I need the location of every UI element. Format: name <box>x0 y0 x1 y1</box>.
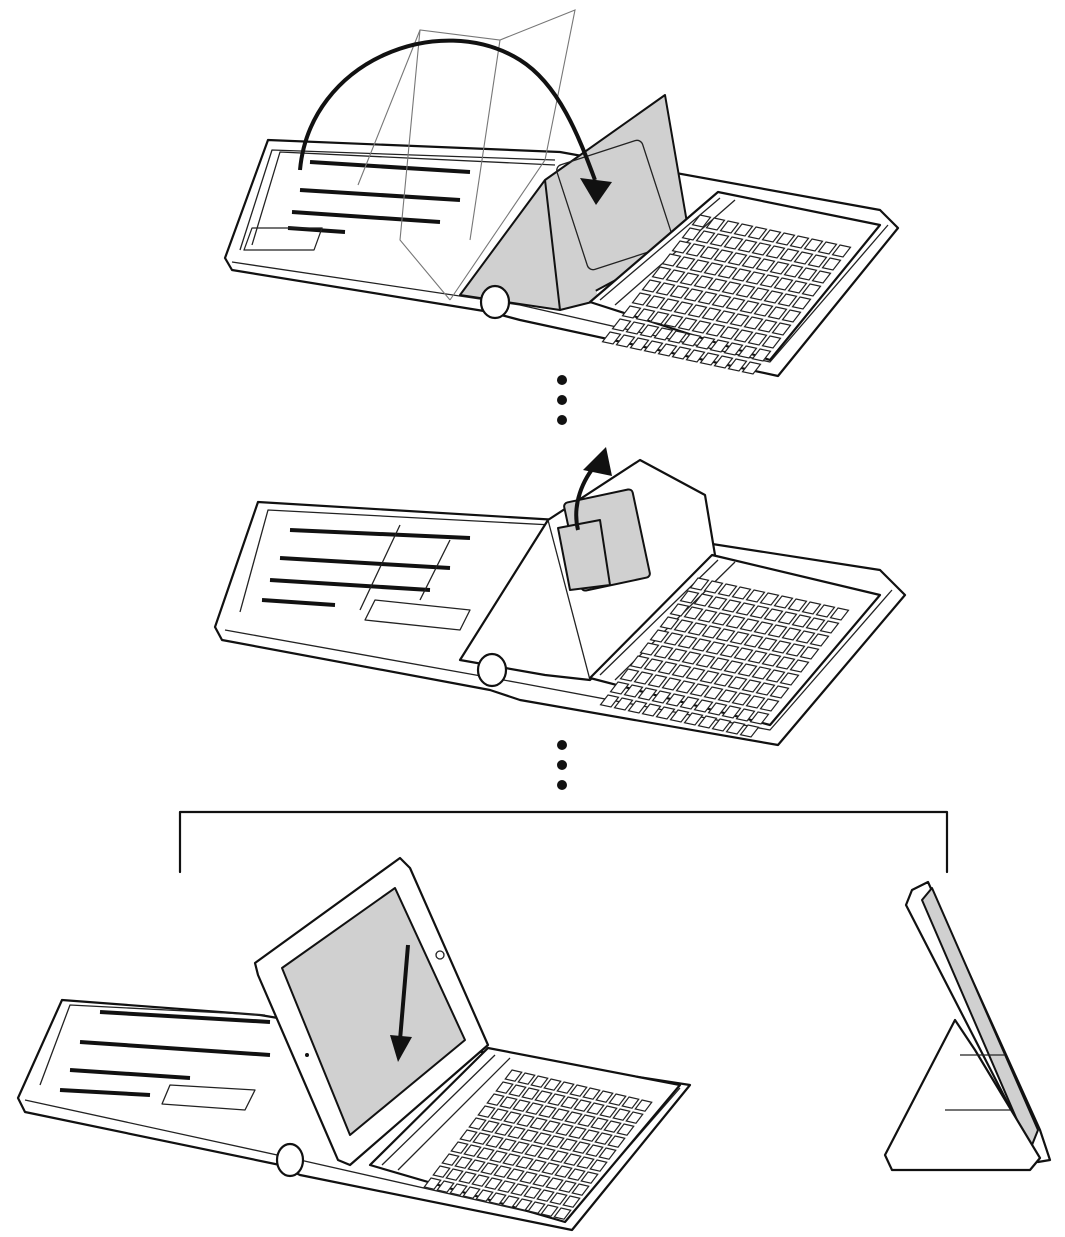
step-1-illustration <box>223 9 900 378</box>
straight-arrow-down-icon <box>398 944 410 1041</box>
left-cover <box>243 151 556 251</box>
ellipsis-separator-2 <box>557 740 567 790</box>
keyboard <box>588 190 882 375</box>
step-3b-illustration <box>883 880 1052 1172</box>
keyboard <box>368 1046 682 1224</box>
step-3a-illustration <box>16 856 692 1232</box>
left-cover <box>39 1004 271 1111</box>
ghost-panel <box>357 9 576 301</box>
curved-arrow-icon <box>298 38 597 181</box>
ellipsis-separator-1 <box>557 375 567 425</box>
tablet <box>253 856 490 1167</box>
branch-bracket <box>178 810 949 874</box>
keyboard <box>588 553 882 738</box>
left-cover <box>239 509 553 631</box>
step-2-illustration <box>213 447 907 747</box>
